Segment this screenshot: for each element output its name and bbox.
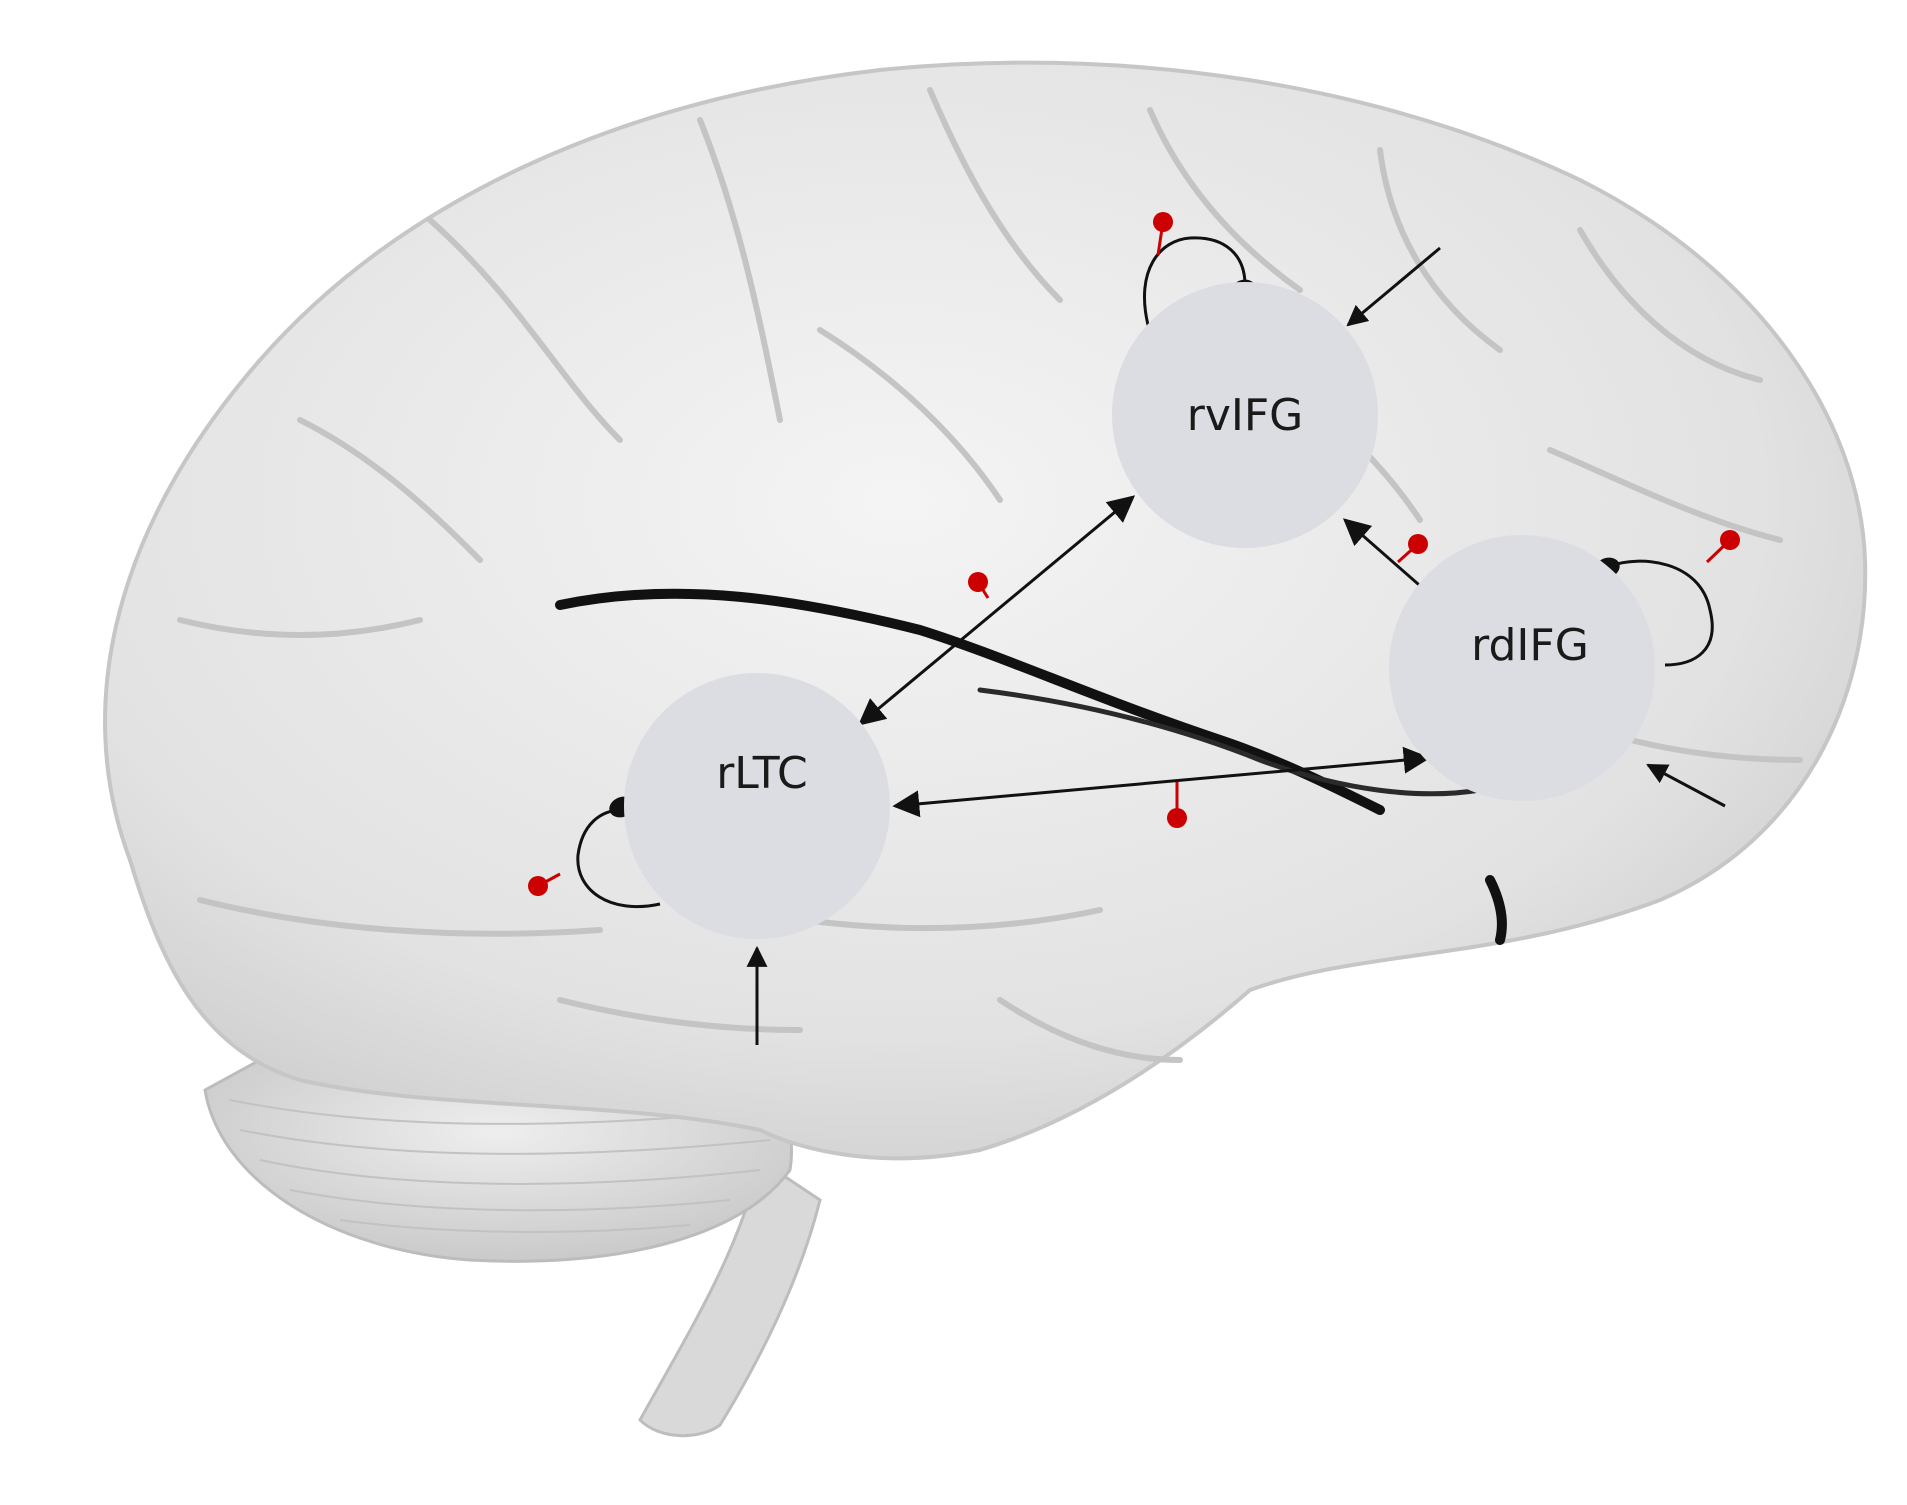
node-label-rLTC: rLTC bbox=[716, 748, 808, 799]
brainstem bbox=[638, 1157, 822, 1438]
node-rvIFG[interactable]: rvIFG bbox=[1112, 282, 1378, 548]
node-rLTC[interactable]: rLTC bbox=[624, 673, 890, 939]
modulation-rvIFG-rLTC-dot bbox=[968, 572, 988, 592]
connection-rvIFG-rLTC bbox=[857, 495, 1136, 726]
self-connection-rdIFG bbox=[1609, 559, 1714, 667]
input-arrow-rvIFG bbox=[1346, 246, 1441, 327]
modulation-rvIFG-rdIFG-dot bbox=[1408, 534, 1428, 554]
node-rdIFG[interactable]: rdIFG bbox=[1389, 535, 1655, 801]
node-circle-rvIFG bbox=[1112, 282, 1378, 548]
node-label-rvIFG: rvIFG bbox=[1187, 390, 1304, 441]
modulation-self-rvIFG-dot bbox=[1153, 212, 1173, 232]
node-label-rdIFG: rdIFG bbox=[1471, 620, 1589, 671]
connection-rLTC-rdIFG bbox=[892, 746, 1431, 818]
temporal-notch bbox=[1485, 875, 1507, 945]
self-connection-rvIFG bbox=[1143, 236, 1247, 326]
node-circle-rLTC bbox=[624, 673, 890, 939]
modulation-self-rdIFG-dot bbox=[1720, 530, 1740, 550]
node-circle-rdIFG bbox=[1389, 535, 1655, 801]
input-arrow-rdIFG bbox=[1646, 763, 1726, 808]
modulation-rLTC-rdIFG-dot bbox=[1167, 808, 1187, 828]
self-connection-rLTC bbox=[576, 808, 661, 909]
modulation-self-rLTC-dot bbox=[528, 876, 548, 896]
